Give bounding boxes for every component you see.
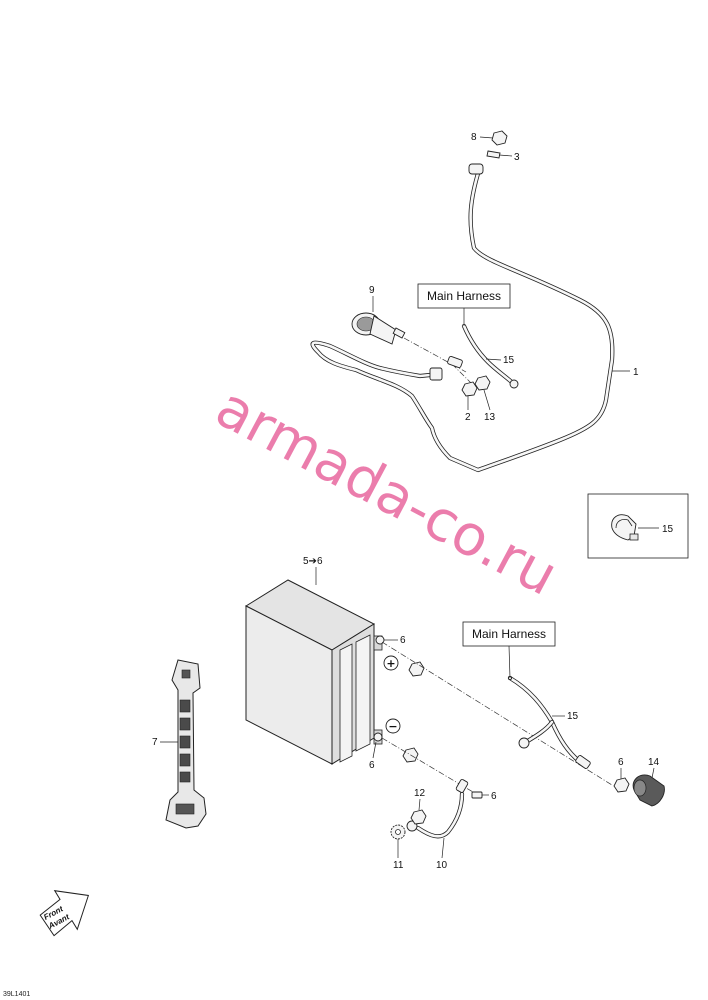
callout-9-text: 10 <box>436 860 448 871</box>
callout-6-negative: 6 <box>369 741 377 771</box>
callout-5-6-text: 5➔6 <box>303 556 323 567</box>
positive-terminal-symbol: + <box>383 655 399 671</box>
callout-15-lower-text: 15 <box>567 711 579 722</box>
strap-part-7 <box>165 659 207 829</box>
cable-part-9 <box>406 779 469 839</box>
callout-15-upper-text: 15 <box>503 355 515 366</box>
callout-15-upper: 15 <box>485 355 515 366</box>
watermark-text: armada-co.ru <box>205 375 567 609</box>
solenoid-part-8 <box>351 312 406 345</box>
callout-2-text: 2 <box>465 412 471 423</box>
callout-6-cable9: 6 <box>482 791 497 802</box>
callout-5-6: 5➔6 <box>303 556 323 585</box>
battery-part-5 <box>244 579 383 765</box>
reference-code: 39L1401 <box>3 991 30 998</box>
callout-11-text: 12 <box>414 788 426 799</box>
nut-part-4 <box>491 130 508 146</box>
callout-2: 2 <box>465 396 471 423</box>
main-harness-label-upper: Main Harness <box>427 289 501 303</box>
callout-8: 9 <box>369 285 375 312</box>
negative-terminal-symbol: − <box>385 718 401 734</box>
callout-15-lower: 15 <box>552 711 579 722</box>
callout-6-cable9-text: 6 <box>491 791 497 802</box>
callout-10: 11 <box>393 839 404 871</box>
nut-part-6-cap <box>613 777 630 793</box>
callout-3-text: 3 <box>514 152 520 163</box>
main-harness-box-lower: Main Harness <box>462 621 556 679</box>
callout-10-text: 11 <box>393 860 404 871</box>
part-14-inset <box>587 493 689 559</box>
callout-13: 14 <box>648 757 660 779</box>
harness-part-1 <box>310 163 615 473</box>
nut-part-12 <box>474 375 491 391</box>
callout-14-text: 15 <box>662 524 674 535</box>
callout-12-text: 13 <box>484 412 496 423</box>
washer-part-10 <box>390 824 406 840</box>
callout-14: 15 <box>638 524 674 535</box>
callout-3: 3 <box>498 152 520 163</box>
main-harness-box-upper: Main Harness <box>417 283 511 326</box>
main-harness-label-lower: Main Harness <box>472 627 546 641</box>
front-direction-arrow: Front Avant <box>39 890 90 937</box>
callout-6-positive: 6 <box>384 635 406 646</box>
nut-part-11 <box>410 809 427 825</box>
callout-6-cap: 6 <box>618 757 624 779</box>
terminal-nut-positive <box>408 661 425 677</box>
positive-symbol-text: + <box>386 657 395 670</box>
callout-6-negative-text: 6 <box>369 760 375 771</box>
callout-12: 13 <box>483 389 496 423</box>
callout-7: 7 <box>152 737 178 748</box>
cap-part-13 <box>632 774 665 807</box>
callout-6-cap-text: 6 <box>618 757 624 768</box>
callout-8-text: 9 <box>369 285 375 296</box>
negative-symbol-text: − <box>388 720 397 733</box>
cable-part-15-upper <box>447 323 519 389</box>
callout-11: 12 <box>414 788 426 811</box>
callout-1-text: 1 <box>633 367 639 378</box>
bolt-part-6-cable9 <box>471 791 483 799</box>
clip-part-3 <box>486 150 501 159</box>
callout-6-positive-text: 6 <box>400 635 406 646</box>
cable-part-15-lower <box>507 675 591 769</box>
callout-7-text: 7 <box>152 737 158 748</box>
callout-4-text: 8 <box>471 132 477 143</box>
callout-1: 1 <box>612 367 639 378</box>
callout-4: 8 <box>471 132 494 143</box>
bolt-part-6-negative <box>373 732 383 742</box>
nut-part-2 <box>461 381 478 397</box>
callout-9: 10 <box>436 837 448 871</box>
callout-13-text: 14 <box>648 757 660 768</box>
